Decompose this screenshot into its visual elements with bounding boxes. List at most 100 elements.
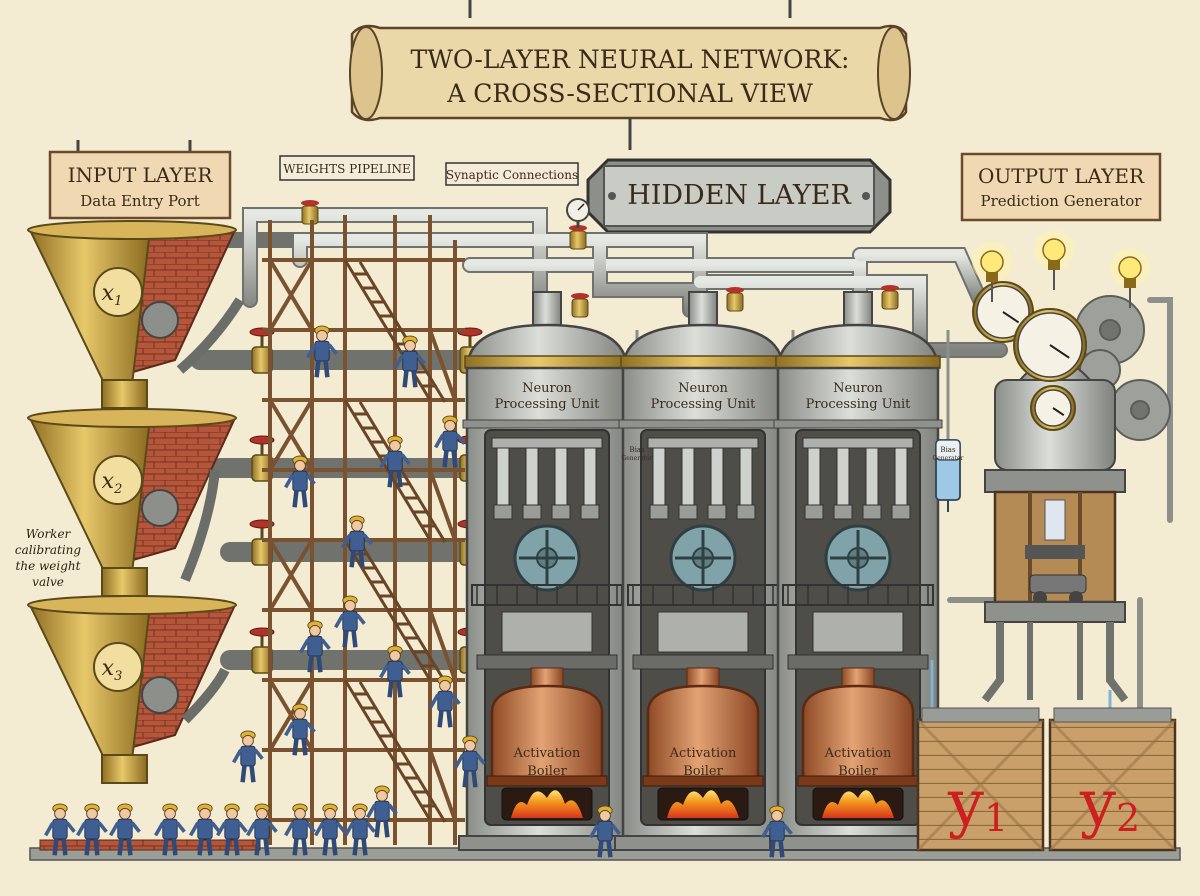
worker-figure	[379, 645, 411, 698]
input-funnel-1	[27, 220, 237, 409]
valve-icon	[726, 287, 744, 312]
worker-figure	[76, 803, 108, 856]
fire-icon	[511, 790, 583, 818]
synaptic-connections-label: Synaptic Connections	[445, 162, 579, 186]
svg-text:the weight: the weight	[16, 559, 81, 573]
neuron-label: Neuron	[678, 381, 728, 396]
worker-figure	[306, 325, 338, 378]
neuron-unit-1	[458, 291, 650, 851]
input-layer-sign: INPUT LAYER Data Entry Port	[48, 140, 232, 220]
output-crates	[916, 707, 1177, 852]
activation-boiler	[490, 684, 604, 780]
input-variable: x3	[102, 656, 123, 684]
bias-label: Bias	[940, 446, 956, 454]
boiler-label: Boiler	[527, 764, 567, 779]
boiler-label: Boiler	[838, 764, 878, 779]
input-variable: x1	[102, 281, 123, 309]
boiler-label: Activation	[513, 746, 581, 761]
bias-label: Generator	[621, 455, 652, 462]
input-layer-heading: INPUT LAYER	[68, 163, 214, 187]
worker-figure	[189, 803, 221, 856]
worker-figure	[299, 620, 331, 673]
worker-figure	[284, 803, 316, 856]
input-funnel-2	[27, 408, 237, 597]
activation-boiler	[646, 684, 760, 780]
workers	[44, 325, 793, 858]
pressure-gauge-icon	[1030, 385, 1076, 431]
fire-icon	[822, 790, 894, 818]
worker-figure	[44, 803, 76, 856]
worker-figure	[246, 803, 278, 856]
input-funnels	[27, 220, 261, 851]
boiler-label: Activation	[669, 746, 737, 761]
neuron-label: Neuron	[833, 381, 883, 396]
boiler-label: Activation	[824, 746, 892, 761]
worker-figure	[284, 455, 316, 508]
lightbulb-icon	[972, 242, 1012, 302]
worker-figure	[429, 675, 461, 728]
worker-figure	[394, 335, 426, 388]
valve-icon	[571, 293, 589, 318]
output-crate-1	[916, 707, 1045, 852]
worker-figure	[154, 803, 186, 856]
output-layer-sign: OUTPUT LAYER Prediction Generator	[960, 152, 1162, 222]
input-badge	[93, 267, 143, 317]
neuron-label: Processing Unit	[651, 397, 757, 412]
hidden-layer-heading: HIDDEN LAYER	[627, 180, 851, 211]
hidden-layer-neurons	[458, 291, 961, 851]
input-funnel-3	[27, 595, 237, 784]
neuron-unit-3	[769, 291, 961, 851]
output-layer-subheading: Prediction Generator	[981, 192, 1143, 210]
svg-text:WEIGHTS PIPELINE: WEIGHTS PIPELINE	[283, 162, 411, 176]
worker-figure	[109, 803, 141, 856]
gear-icon	[141, 301, 179, 339]
worker-figure	[216, 803, 248, 856]
input-variable: x2	[102, 469, 123, 497]
activation-boiler	[801, 684, 915, 780]
svg-text:Worker: Worker	[26, 527, 72, 541]
worker-calibration-note: Worker calibrating the weight valve	[15, 527, 82, 589]
title-scroll: TWO-LAYER NEURAL NETWORK: A CROSS-SECTIO…	[349, 0, 911, 122]
input-badge	[93, 455, 143, 505]
output-variable: y1	[947, 767, 1008, 841]
worker-figure	[341, 515, 373, 568]
worker-figure	[454, 735, 486, 788]
worker-figure	[344, 803, 376, 856]
lightbulb-icon	[1110, 248, 1150, 308]
worker-figure	[434, 415, 466, 468]
weights-pipeline-label: WEIGHTS PIPELINE	[279, 155, 415, 181]
neuron-label: Processing Unit	[806, 397, 912, 412]
worker-figure	[379, 435, 411, 488]
pressure-gauge-icon	[1013, 308, 1087, 382]
worker-figure	[589, 805, 621, 858]
input-layer-subheading: Data Entry Port	[80, 192, 199, 210]
worker-figure	[334, 595, 366, 648]
title-line-2: A CROSS-SECTIONAL VIEW	[446, 79, 813, 108]
svg-text:valve: valve	[32, 575, 64, 589]
boiler-label: Boiler	[683, 764, 723, 779]
worker-figure	[366, 785, 398, 838]
worker-figure	[284, 703, 316, 756]
pressure-gauge-icon	[566, 198, 590, 228]
gear-icon	[141, 676, 179, 714]
svg-text:Synaptic Connections: Synaptic Connections	[446, 168, 578, 182]
gear-icon	[141, 489, 179, 527]
output-variable: y2	[1079, 767, 1140, 841]
neuron-label: Neuron	[522, 381, 572, 396]
valve-icon	[569, 225, 587, 250]
worker-figure	[314, 803, 346, 856]
title-line-1: TWO-LAYER NEURAL NETWORK:	[411, 45, 850, 74]
output-press-machine	[930, 230, 1171, 715]
valve-icon	[881, 285, 899, 310]
bias-label: Bias	[629, 446, 645, 454]
worker-figure	[761, 805, 793, 858]
output-layer-heading: OUTPUT LAYER	[978, 164, 1145, 188]
lightbulb-icon	[1034, 230, 1074, 290]
weights-scaffold	[262, 215, 465, 845]
hidden-layer-plaque: HIDDEN LAYER	[586, 118, 892, 234]
input-badge	[93, 642, 143, 692]
fire-icon	[667, 790, 739, 818]
worker-figure	[232, 730, 264, 783]
bias-label: Generator	[932, 455, 963, 462]
